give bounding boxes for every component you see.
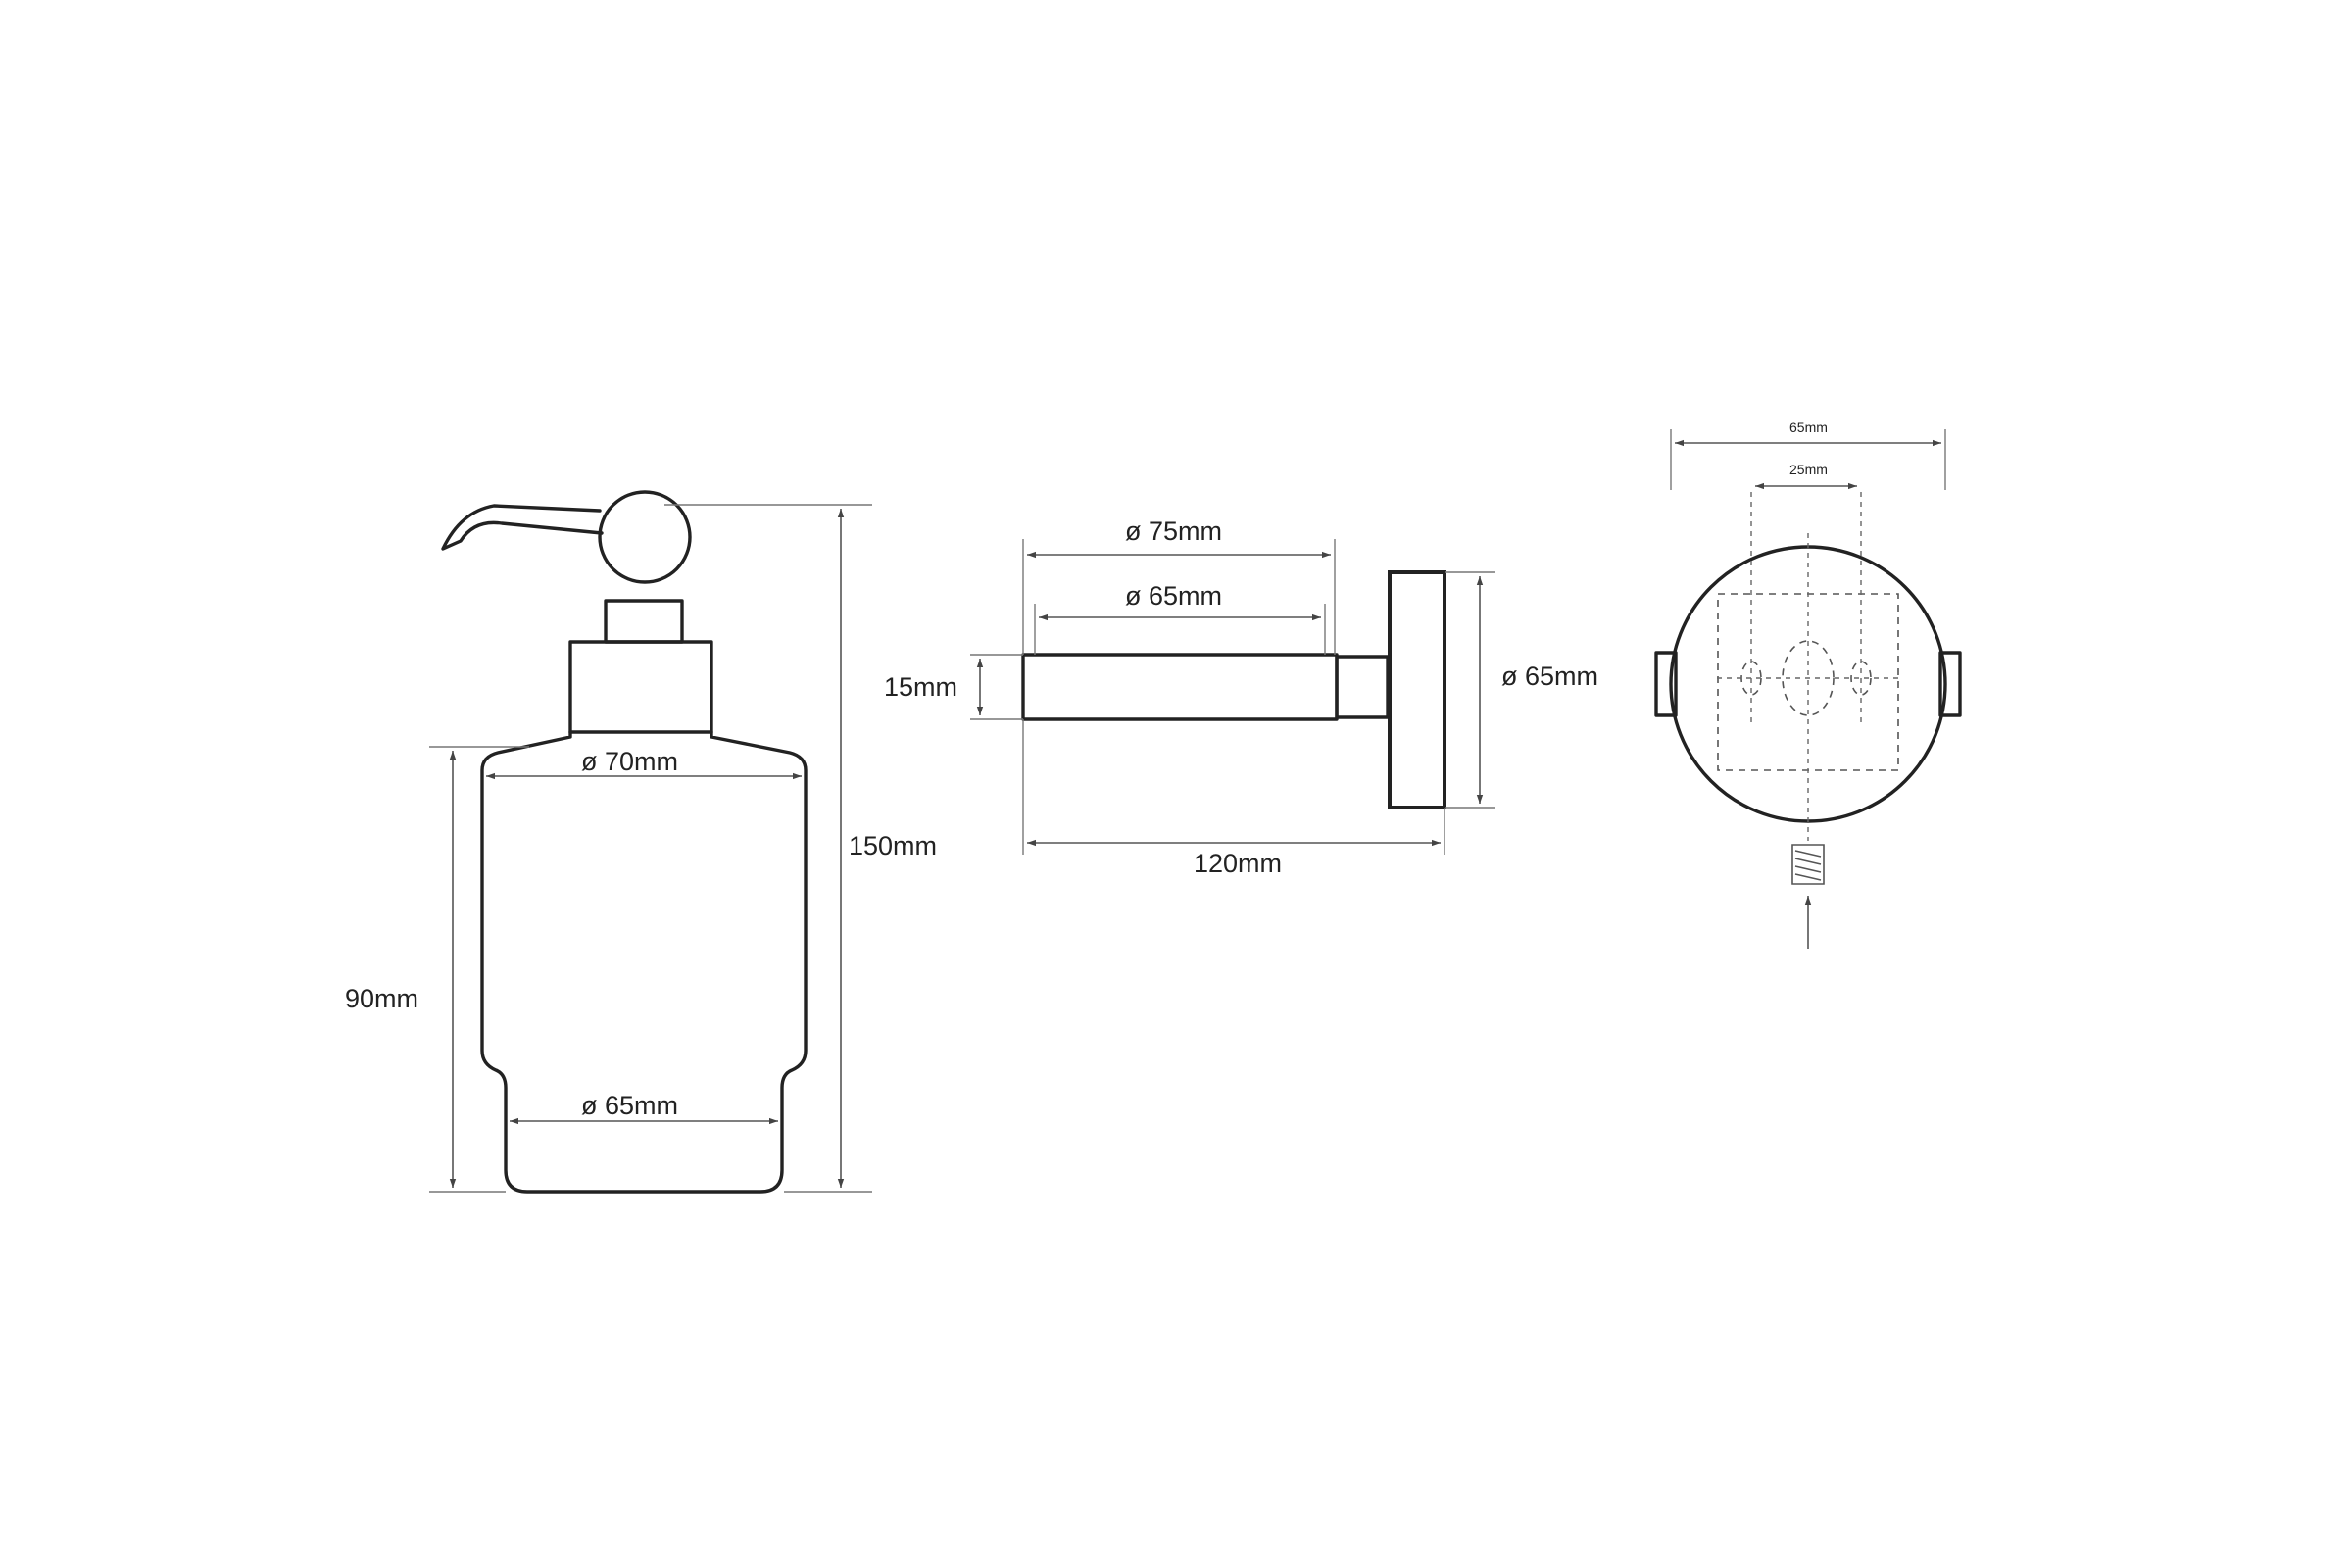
right-screw-hole <box>1850 661 1872 696</box>
shoulder-diameter-label: ø 70mm <box>581 747 678 776</box>
bottle-height-label: 90mm <box>345 984 418 1013</box>
hole-spacing-label: 25mm <box>1789 462 1828 477</box>
total-height-label: 150mm <box>849 831 937 860</box>
bottle-body <box>480 730 808 1194</box>
plate-width-label: 65mm <box>1789 419 1828 435</box>
holder-arm <box>1021 653 1339 721</box>
pump-neck <box>604 599 684 644</box>
base-diameter-label: ø 65mm <box>581 1091 678 1120</box>
set-screw-icon <box>1791 844 1825 885</box>
arm-connector <box>1335 655 1390 719</box>
dispenser-side-view: ø 75mm ø 65mm 15mm ø 65mm 120mm <box>884 516 1598 878</box>
right-mounting-tab <box>1938 651 1962 717</box>
arm-outer-diameter-label: ø 75mm <box>1125 516 1222 546</box>
wall-plate-side <box>1388 570 1446 809</box>
center-slot <box>1782 640 1835 716</box>
wall-plate-back-view: 65mm 25mm <box>1654 419 1962 949</box>
arm-thickness-label: 15mm <box>884 672 957 702</box>
left-mounting-tab <box>1654 651 1678 717</box>
pump-head <box>598 490 692 584</box>
pump-collar <box>568 640 713 734</box>
arm-inner-diameter-label: ø 65mm <box>1125 581 1222 611</box>
dispenser-front-view: 150mm 90mm ø 70mm ø 65mm <box>345 490 937 1194</box>
pump-spout <box>441 504 604 551</box>
projection-label: 120mm <box>1194 849 1282 878</box>
plate-diameter-label: ø 65mm <box>1501 662 1598 691</box>
